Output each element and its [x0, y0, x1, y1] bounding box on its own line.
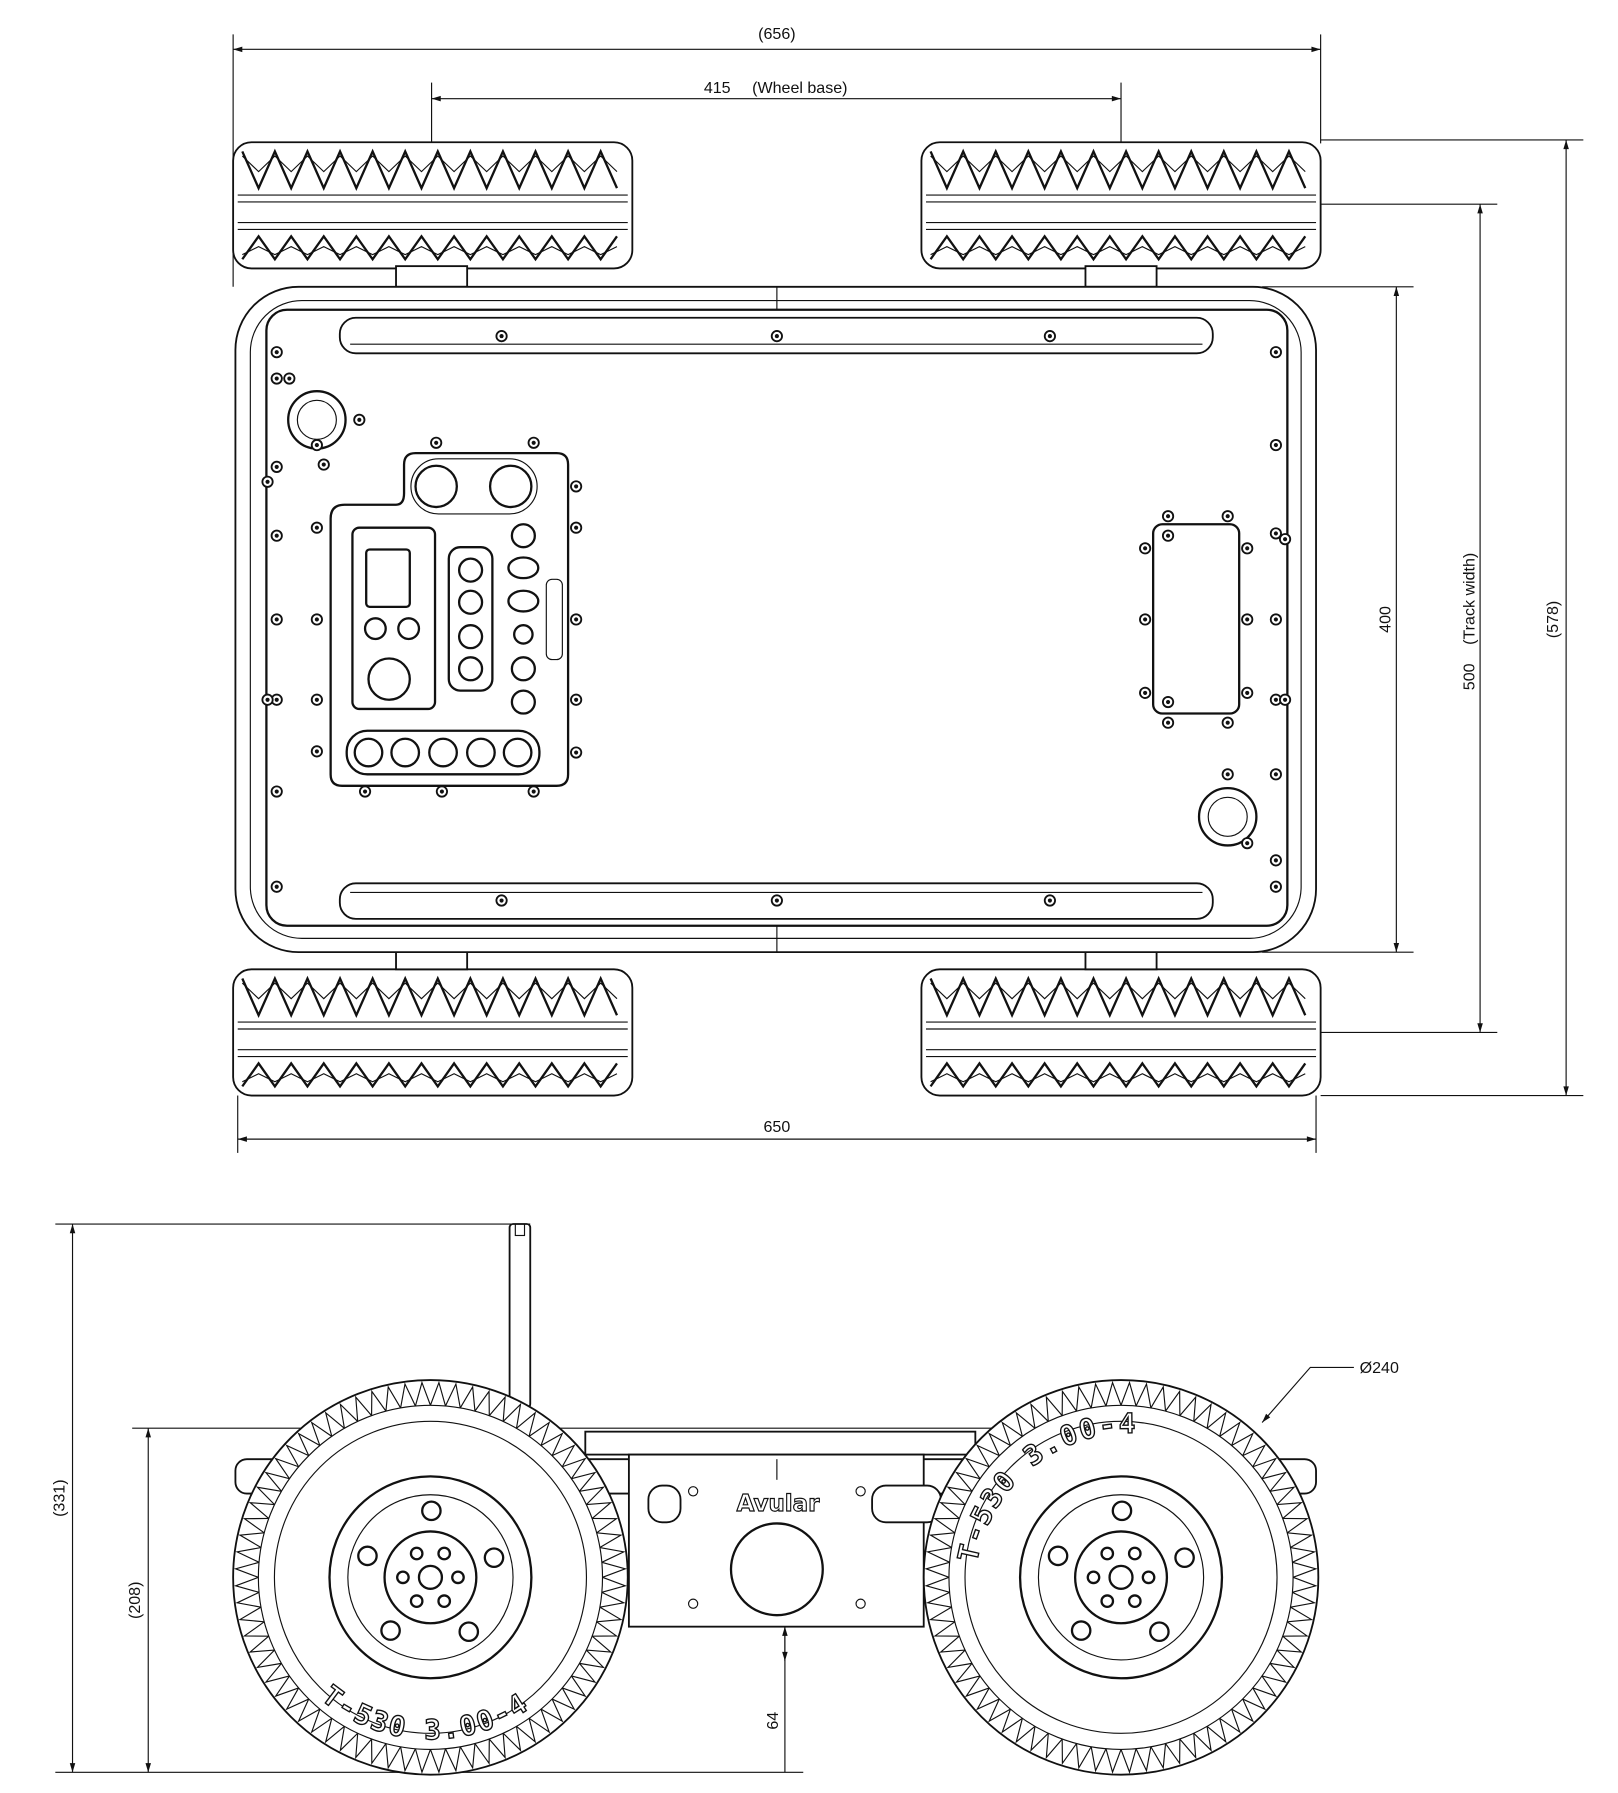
- bolt-icon: [1139, 542, 1152, 555]
- bolt-icon: [1161, 695, 1175, 709]
- bolt-icon: [270, 346, 283, 359]
- dimension-overall-height: (331): [50, 1224, 76, 1773]
- bolt-icon: [1269, 854, 1282, 867]
- bolt-icon: [1278, 693, 1292, 706]
- bolt-icon: [1161, 716, 1175, 729]
- top-view: (656) 415 (Wheel base): [232, 25, 1584, 1153]
- bolt-icon: [358, 785, 372, 798]
- bolt-icon: [353, 413, 366, 426]
- overall-width-label: (578): [1544, 601, 1562, 638]
- bolt-icon: [1241, 542, 1254, 555]
- bolt-icon: [261, 693, 274, 706]
- dimension-track-width: 500 (Track width): [1460, 204, 1483, 1033]
- bolt-icon: [1043, 894, 1056, 907]
- bolt-icon: [283, 372, 296, 385]
- bolt-icon: [570, 521, 583, 534]
- bolt-icon: [310, 521, 323, 534]
- bolt-icon: [1269, 880, 1282, 893]
- dimension-body-height: (208): [126, 1428, 151, 1773]
- wheel-base-value: 415: [704, 79, 731, 97]
- bolt-icon: [495, 894, 508, 907]
- tire-top: [920, 968, 1322, 1097]
- bolt-icon: [1241, 686, 1254, 699]
- bolts: [261, 330, 1292, 907]
- bolt-icon: [1269, 527, 1282, 540]
- bolt-icon: [570, 613, 583, 626]
- track-width-value: 500: [1460, 663, 1478, 690]
- dimension-wheel-base: 415 (Wheel base): [431, 79, 1122, 144]
- bolt-icon: [270, 372, 283, 385]
- tire-top: [232, 141, 634, 270]
- dimension-overall-width: (578): [1544, 139, 1569, 1096]
- chassis-top: [234, 285, 1317, 954]
- bolt-icon: [430, 436, 443, 449]
- bolt-icon: [1139, 686, 1152, 699]
- wheel-side: [232, 1379, 629, 1776]
- bolt-icon: [270, 613, 283, 626]
- dimension-body-length: 650: [237, 1095, 1317, 1153]
- bolt-icon: [270, 460, 283, 473]
- bolt-icon: [270, 880, 283, 893]
- bolt-icon: [270, 785, 283, 798]
- bolt-icon: [770, 894, 783, 907]
- bolt-icon: [1139, 613, 1152, 626]
- bolt-icon: [270, 529, 283, 542]
- bolt-icon: [317, 458, 330, 471]
- top-tires: [232, 141, 1322, 1097]
- avular-logo: Avular: [737, 1491, 821, 1517]
- wheel-diameter-label: Ø240: [1360, 1359, 1399, 1377]
- tire-top: [232, 968, 634, 1097]
- wheel-side: [922, 1379, 1320, 1776]
- bolt-icon: [1269, 768, 1282, 781]
- bolt-icon: [570, 746, 583, 759]
- body-width-label: 400: [1377, 606, 1395, 633]
- tire-top: [920, 141, 1322, 270]
- overall-length-label: (656): [758, 25, 795, 43]
- bolt-icon: [1221, 716, 1234, 729]
- bolt-icon: [1278, 533, 1292, 546]
- ground-clearance-label: 64: [764, 1712, 782, 1730]
- body-height-label: (208): [126, 1582, 144, 1619]
- bolt-icon: [1221, 510, 1234, 523]
- bolt-icon: [1161, 529, 1175, 542]
- bolt-icon: [570, 693, 583, 706]
- overall-height-label: (331): [50, 1479, 68, 1516]
- dimension-ground-clearance: 64: [764, 1626, 788, 1773]
- bolt-icon: [527, 436, 540, 449]
- bolt-icon: [770, 330, 783, 343]
- chassis-side: Avular: [234, 1430, 1317, 1628]
- bolt-icon: [310, 613, 323, 626]
- bolt-icon: [1221, 768, 1234, 781]
- bolt-icon: [1269, 439, 1282, 452]
- side-view: (331) (208) Avular T-530 3.00-4 T-530 3.…: [50, 1223, 1399, 1776]
- bolt-icon: [570, 480, 583, 493]
- bolt-icon: [1269, 613, 1282, 626]
- bolt-icon: [495, 330, 508, 343]
- bolt-icon: [1269, 346, 1282, 359]
- dimension-body-width: 400: [1377, 286, 1400, 953]
- wheel-base-label: (Wheel base): [752, 79, 847, 97]
- bolt-icon: [1043, 330, 1056, 343]
- bolt-icon: [1241, 837, 1254, 850]
- bolt-icon: [1241, 613, 1254, 626]
- bolt-icon: [310, 439, 323, 452]
- bolt-icon: [527, 785, 540, 798]
- bolt-icon: [310, 693, 323, 706]
- side-wheels: [232, 1379, 1320, 1776]
- bolt-icon: [310, 745, 323, 758]
- bolt-icon: [435, 785, 448, 798]
- bolt-icon: [261, 475, 274, 488]
- control-panel: [329, 451, 570, 787]
- body-length-label: 650: [763, 1118, 790, 1136]
- dimension-wheel-diameter: Ø240: [1261, 1359, 1399, 1423]
- track-width-label: (Track width): [1460, 553, 1478, 645]
- bolt-icon: [1161, 510, 1175, 523]
